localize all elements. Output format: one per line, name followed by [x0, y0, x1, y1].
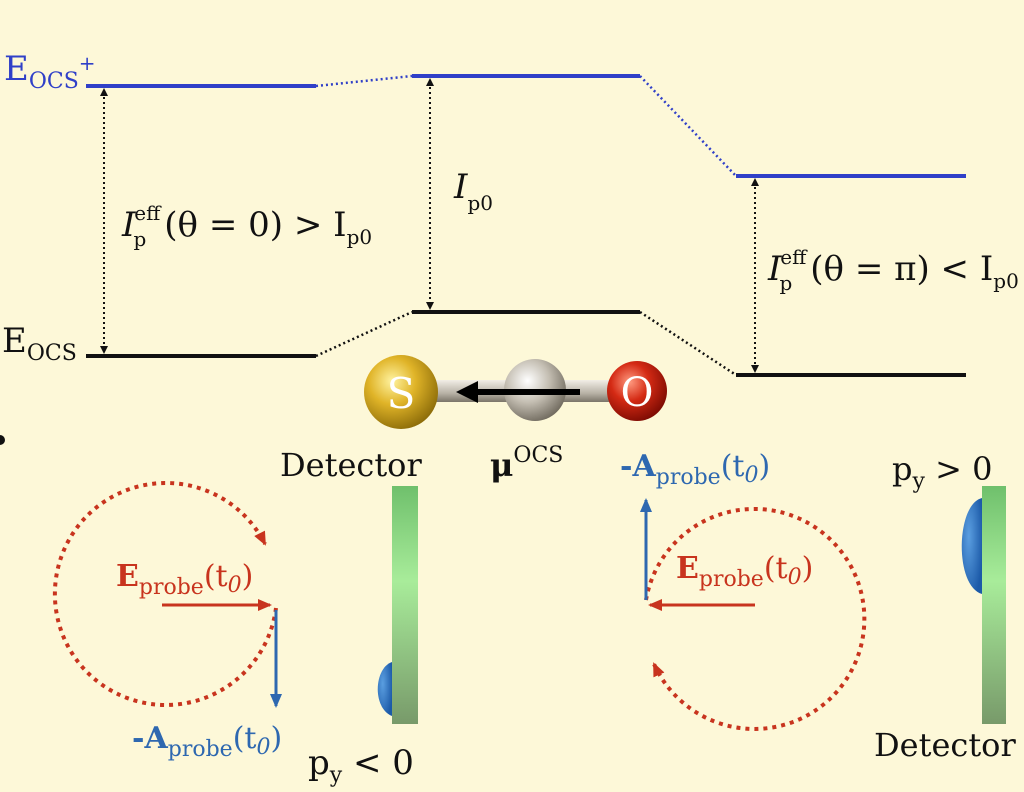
left-e-field-label: Eprobe(t0) — [116, 559, 253, 600]
right-momentum-label: py > 0 — [892, 450, 992, 494]
left-detector-spot — [377, 662, 392, 716]
left-detector — [392, 486, 418, 724]
ocs-molecule: S O μOCS — [364, 355, 667, 484]
left-panel: Detector Eprobe(t0) -Aprobe(t0) py < 0 — [52, 446, 422, 788]
right-detector — [982, 486, 1006, 724]
neutral-energy-label: EOCS — [2, 321, 77, 366]
right-panel: -Aprobe(t0) py > 0 Eprobe(t0) Detector — [620, 449, 1016, 764]
right-field-circle — [644, 506, 867, 731]
cation-energy-label: EOCS+ — [4, 49, 96, 94]
right-detector-label: Detector — [874, 726, 1016, 764]
left-gap-label: Ipeff(θ = 0) > Ip0 — [121, 201, 372, 251]
left-field-circle — [52, 480, 278, 707]
energy-level-diagram: EOCS+ EOCS Ipeff(θ = 0) > Ip0 Ip0 Ipeff(… — [2, 49, 1019, 377]
cation-connector-right — [639, 75, 737, 177]
oxygen-atom — [607, 361, 667, 421]
cation-connector-left — [315, 74, 413, 88]
left-momentum-label: py < 0 — [308, 743, 414, 788]
sulfur-atom — [364, 355, 438, 429]
sulfur-atom-label: S — [387, 369, 416, 418]
oxygen-atom-label: O — [621, 370, 654, 416]
left-a-field-label: -Aprobe(t0) — [132, 721, 282, 762]
left-detector-label: Detector — [280, 446, 422, 484]
right-gap-label: Ipeff(θ = π) < Ip0 — [767, 245, 1019, 295]
right-a-field-label: -Aprobe(t0) — [620, 449, 770, 490]
dipole-arrow-head — [456, 381, 478, 403]
right-detector-spot — [961, 498, 982, 594]
center-gap-label: Ip0 — [453, 167, 493, 215]
neutral-connector-left — [315, 310, 413, 358]
panel-marker — [0, 435, 5, 445]
dipole-label: μOCS — [490, 443, 563, 484]
right-e-field-label: Eprobe(t0) — [676, 551, 813, 592]
neutral-connector-right — [639, 310, 737, 377]
